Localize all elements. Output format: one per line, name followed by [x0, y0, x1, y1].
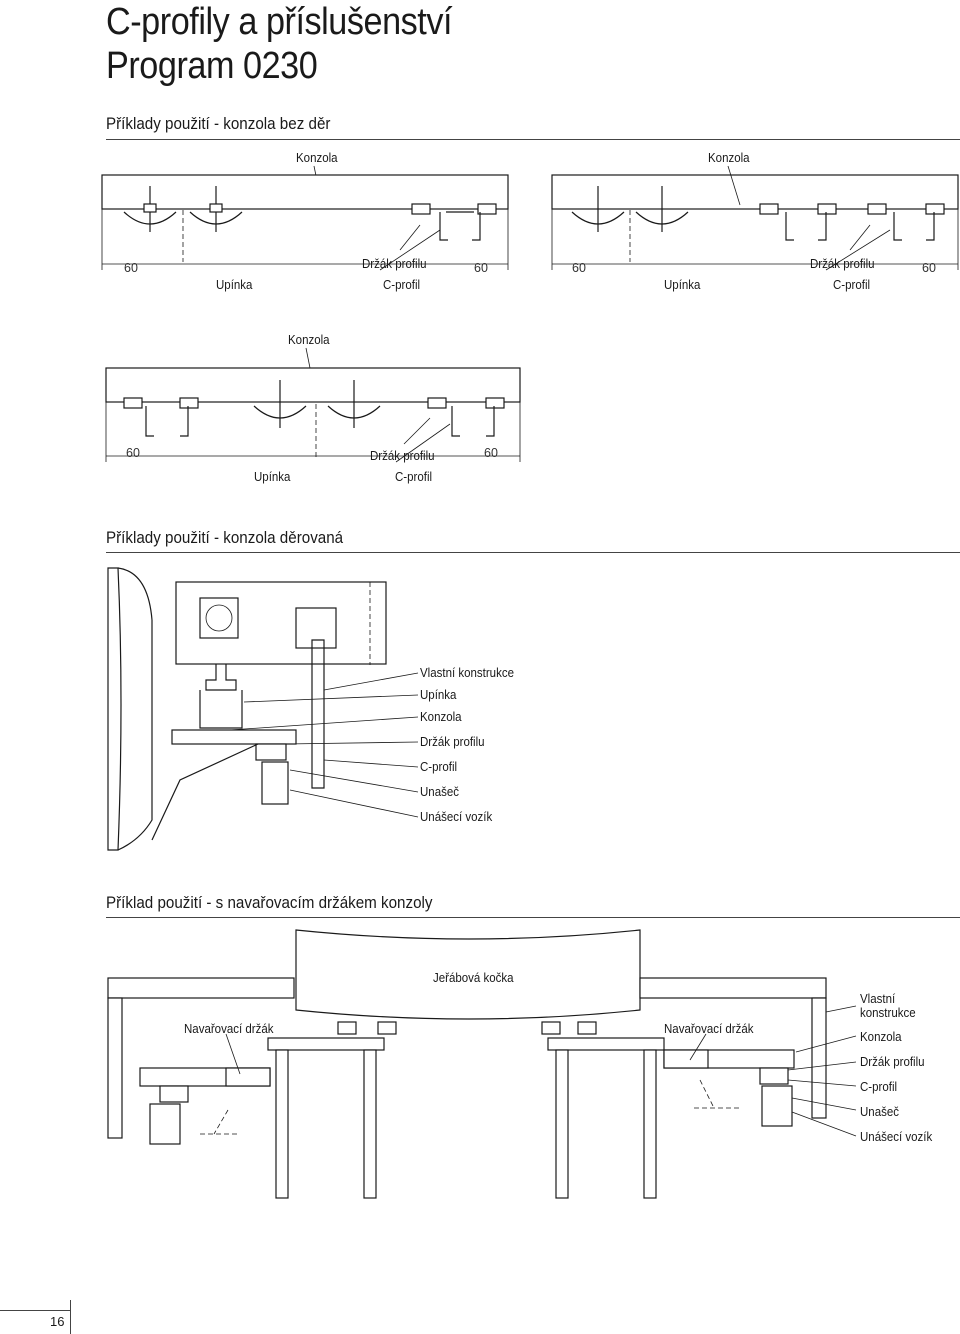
- label-vlastni: Vlastní: [860, 992, 896, 1006]
- page-title: C-profily a příslušenství: [106, 1, 453, 43]
- section-rule: [106, 139, 960, 140]
- label-cprofil-b: C-profil: [833, 278, 871, 292]
- dim-left-b: 60: [572, 261, 586, 275]
- label-upinka: Upínka: [420, 688, 457, 702]
- label-drzak-c: Držák profilu: [370, 449, 435, 463]
- label-drzak-b: Držák profilu: [810, 257, 875, 271]
- footer-rule-vertical: [70, 1300, 71, 1334]
- label-konzola-a: Konzola: [296, 151, 338, 165]
- section-heading-perforated: Příklady použití - konzola děrovaná: [106, 529, 344, 547]
- bracket-diagram-a: [101, 165, 959, 271]
- label-unasec: Unašeč: [420, 785, 459, 799]
- label-konzola: Konzola: [420, 710, 462, 724]
- perforated-bracket-diagram: [107, 567, 419, 851]
- label-c-profil: C-profil: [420, 760, 458, 774]
- welded-bracket-diagram: [107, 929, 857, 1199]
- section-heading-welded: Příklad použití - s navařovacím držákem …: [106, 894, 433, 912]
- dim-right-b: 60: [922, 261, 936, 275]
- label-konstrukce: konstrukce: [860, 1006, 916, 1020]
- label-vlastni-konstrukce: Vlastní konstrukce: [420, 666, 514, 680]
- label-konzola-b: Konzola: [708, 151, 750, 165]
- label-konzola-c: Konzola: [288, 333, 330, 347]
- section-rule: [106, 917, 960, 918]
- label-navarovaci-drzak-left: Navařovací držák: [184, 1022, 274, 1036]
- label-cprofil-a: C-profil: [383, 278, 421, 292]
- footer-rule: [0, 1310, 70, 1311]
- label-upinka-b: Upínka: [664, 278, 701, 292]
- label-konzola-s3: Konzola: [860, 1030, 902, 1044]
- label-drzak-profilu-s3: Držák profilu: [860, 1055, 925, 1069]
- label-c-profil-s3: C-profil: [860, 1080, 898, 1094]
- label-upinka-a: Upínka: [216, 278, 253, 292]
- label-unaseci-vozik-s3: Unášecí vozík: [860, 1130, 933, 1144]
- label-unaseci-vozik: Unášecí vozík: [420, 810, 493, 824]
- dim-right-c: 60: [484, 446, 498, 460]
- page-subtitle: Program 0230: [106, 45, 318, 87]
- label-drzak-a: Držák profilu: [362, 257, 427, 271]
- label-jerabova-kocka: Jeřábová kočka: [433, 971, 514, 985]
- bracket-diagram-c: [105, 347, 521, 463]
- section-heading-unperforated: Příklady použití - konzola bez děr: [106, 115, 331, 133]
- dim-left-c: 60: [126, 446, 140, 460]
- label-drzak-profilu: Držák profilu: [420, 735, 485, 749]
- dim-left-a: 60: [124, 261, 138, 275]
- label-cprofil-c: C-profil: [395, 470, 433, 484]
- section-rule: [106, 552, 960, 553]
- label-navarovaci-drzak-right: Navařovací držák: [664, 1022, 754, 1036]
- dim-right-a: 60: [474, 261, 488, 275]
- label-upinka-c: Upínka: [254, 470, 291, 484]
- label-unasec-s3: Unašeč: [860, 1105, 899, 1119]
- page-number: 16: [50, 1314, 65, 1329]
